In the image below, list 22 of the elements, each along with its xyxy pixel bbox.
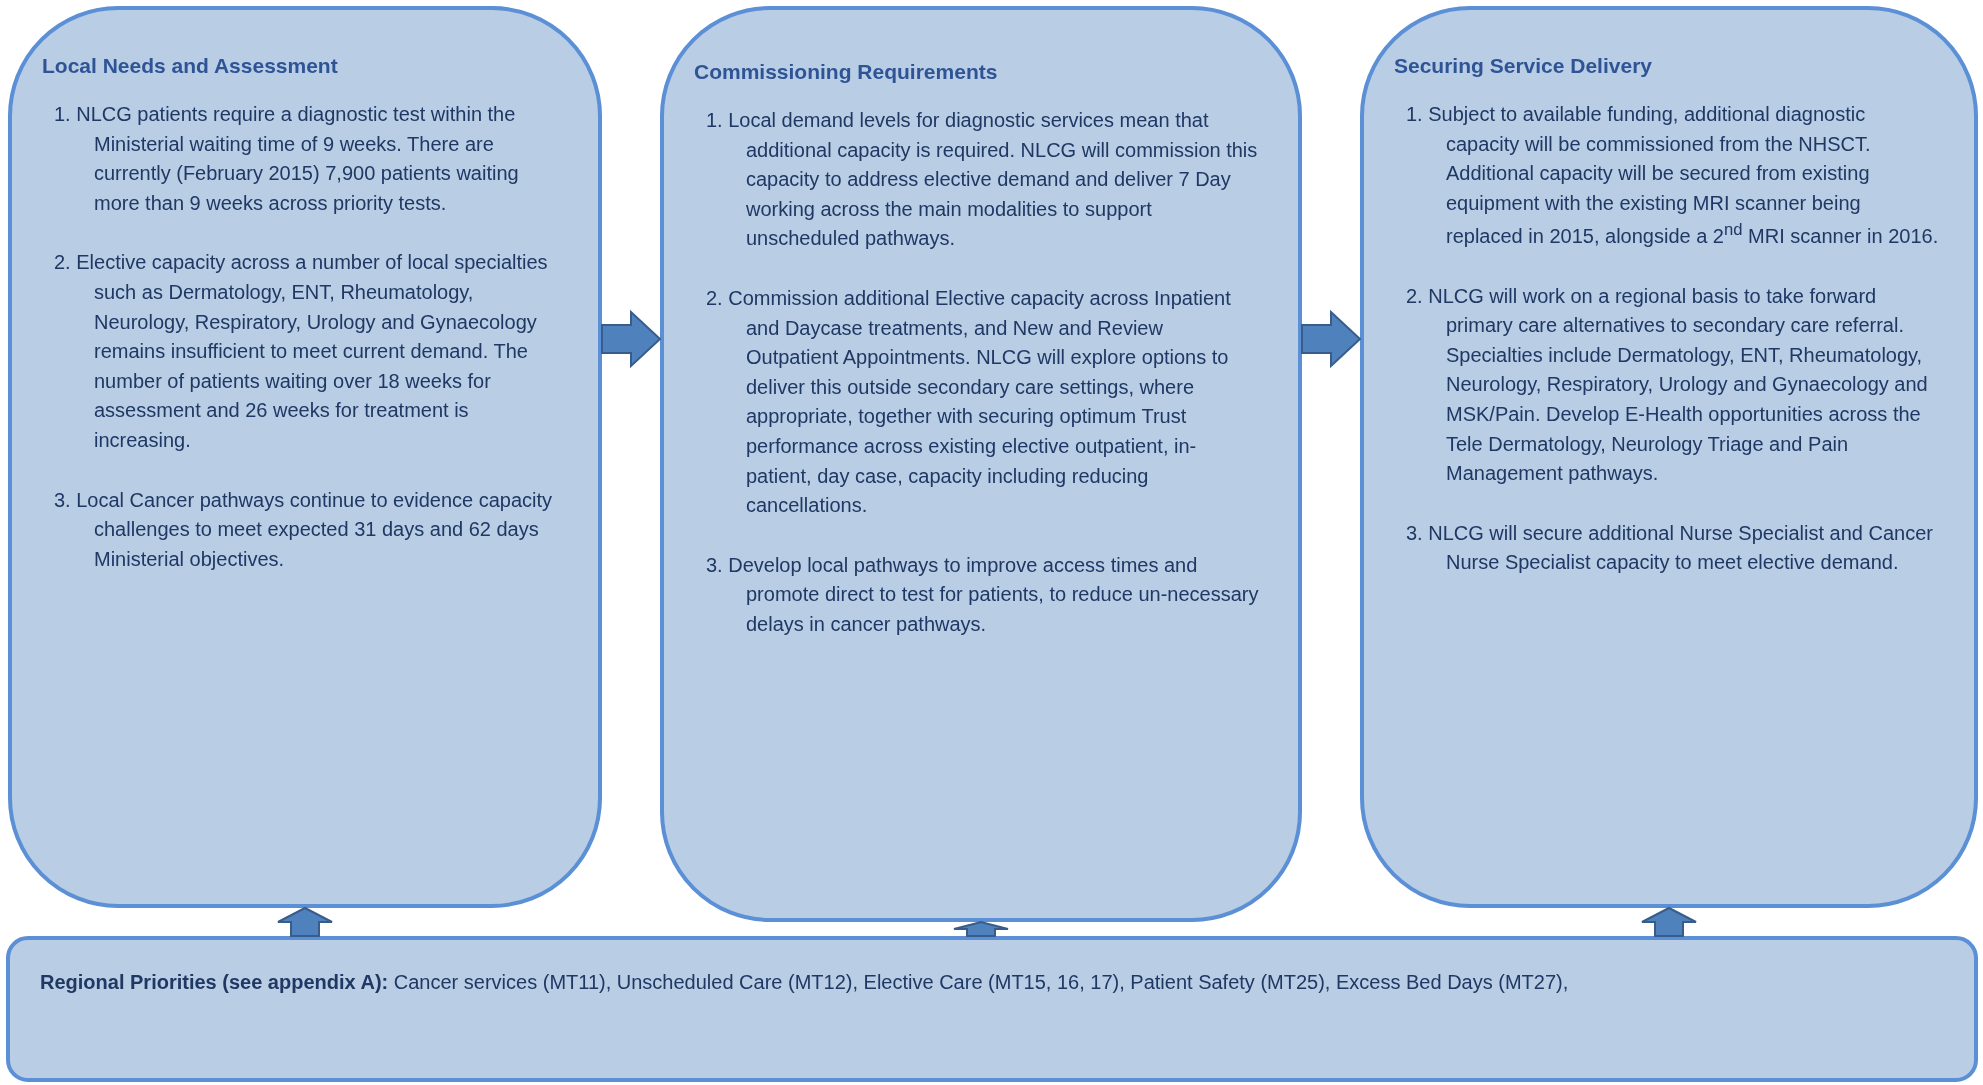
stage-card — [8, 6, 602, 908]
list-item: 2. NLCG will work on a regional basis to take forward primary care alternatives to secondary care referral. Specialties include Dermatology, ENT, Rheumatology, Neurology, Respiratory, Urology and Gynaecology and MSK/Pain. Develop E-Health opportunities across the Tele Dermatology, Neurology Triage and Pain Management pathways. — [1405, 283, 1929, 487]
priorities-text: Regional Priorities (see appendix A): Cancer services (MT11), Unscheduled Care (MT12), Elective Care (MT15, 16, 17), Patient Safety (MT25), Excess Bed Days (MT27), — [40, 970, 1570, 995]
list-item: 1. Local demand levels for diagnostic services mean that additional capacity is required. NLCG will commission this capacity to address elective demand and deliver 7 Day working across the main modalities to support unscheduled pathways. — [705, 108, 1259, 252]
list-item: 1. Subject to available funding, additional diagnostic capacity will be commissioned from the NHSCT. Additional capacity will be secured from existing equipment with the existing MRI scanner being replaced in 2015, alongside a 2$^{nd}$ MRI scanner in 2016. — [1405, 102, 1940, 250]
card-heading: Local Needs and Assessment — [42, 54, 339, 78]
block-arrow — [277, 906, 333, 937]
card-heading: Commissioning Requirements — [694, 60, 999, 84]
list-item: 3. Local Cancer pathways continue to evidence capacity challenges to meet expected 31 days and 62 days Ministerial objectives. — [53, 487, 554, 572]
block-arrow — [1301, 309, 1362, 369]
block-arrow — [953, 920, 1009, 937]
priorities-panel — [6, 936, 1978, 1082]
card-heading: Securing Service Delivery — [1394, 54, 1653, 78]
list-item: 3. NLCG will secure additional Nurse Specialist and Cancer Nurse Specialist capacity to meet elective demand. — [1405, 520, 1934, 576]
stage-card — [1360, 6, 1978, 908]
list-item: 3. Develop local pathways to improve access times and promote direct to test for patients, to reduce un-necessary delays in cancer pathways. — [705, 552, 1260, 637]
list-item: 1. NLCG patients require a diagnostic test within the Ministerial waiting time of 9 weeks. There are currently (February 2015) 7,900 patients waiting more than 9 weeks across priority tests. — [53, 102, 520, 216]
block-arrow — [601, 309, 662, 369]
list-item: 2. Elective capacity across a number of local specialties such as Dermatology, ENT, Rheumatology, Neurology, Respiratory, Urology and Gynaecology remains insufficient to meet current demand. The number of patients waiting over 18 weeks for assessment and 26 weeks for treatment is increasing. — [53, 250, 549, 453]
stage-card — [660, 6, 1302, 922]
block-arrow — [1641, 906, 1697, 937]
list-item: 2. Commission additional Elective capacity across Inpatient and Daycase treatments, and New and Review Outpatient Appointments. NLCG will explore options to deliver this outside secondary care settings, where appropriate, together with securing optimum Trust performance across existing elective outpatient, in-patient, day case, capacity including reducing cancellations. — [705, 285, 1232, 519]
